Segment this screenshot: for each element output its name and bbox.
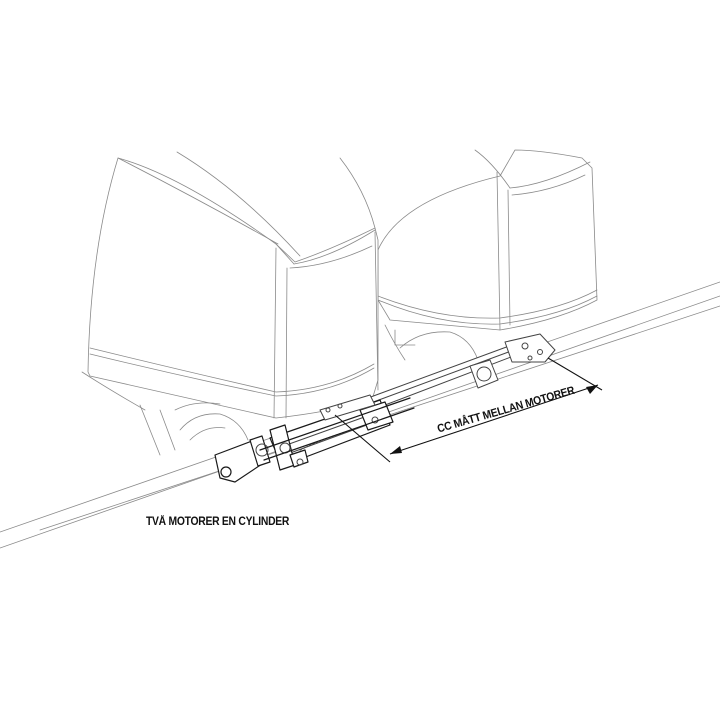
center-to-center-dimension-arrow (334, 357, 603, 463)
right-outboard-motor (377, 149, 598, 361)
hydraulic-steering-cylinder (214, 394, 415, 483)
caption: TVÅ MOTORER EN CYLINDER (146, 516, 290, 528)
tie-bar (367, 333, 556, 411)
left-outboard-motor (81, 151, 379, 456)
